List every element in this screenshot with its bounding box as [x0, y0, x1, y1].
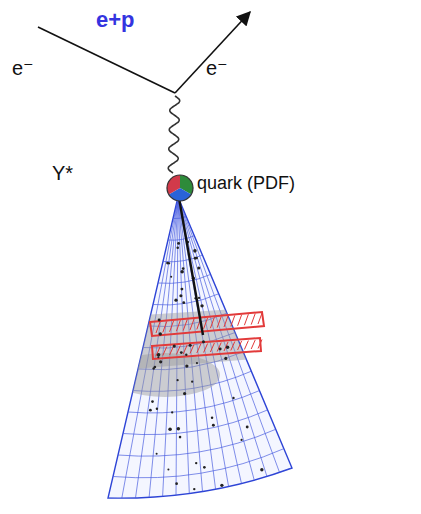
particle-dots	[149, 241, 264, 491]
photon-line	[168, 96, 179, 173]
jet-cone	[98, 197, 300, 499]
particle-label: e⁻	[12, 57, 34, 79]
grey-blob	[110, 353, 220, 397]
part-label: quark (PDF)	[197, 174, 295, 194]
incoming-electron-line	[38, 27, 175, 93]
quark-blob	[167, 175, 193, 201]
red-hit-cluster	[152, 338, 261, 359]
red-hit-cluster	[150, 312, 264, 336]
outgoing-electron-line	[175, 12, 250, 93]
jet-axis	[179, 198, 203, 335]
red-hatching	[156, 313, 262, 356]
particle-label: e⁻	[206, 57, 228, 79]
diagram-title: e+p	[96, 8, 135, 32]
particle-label: Y*	[52, 162, 73, 184]
